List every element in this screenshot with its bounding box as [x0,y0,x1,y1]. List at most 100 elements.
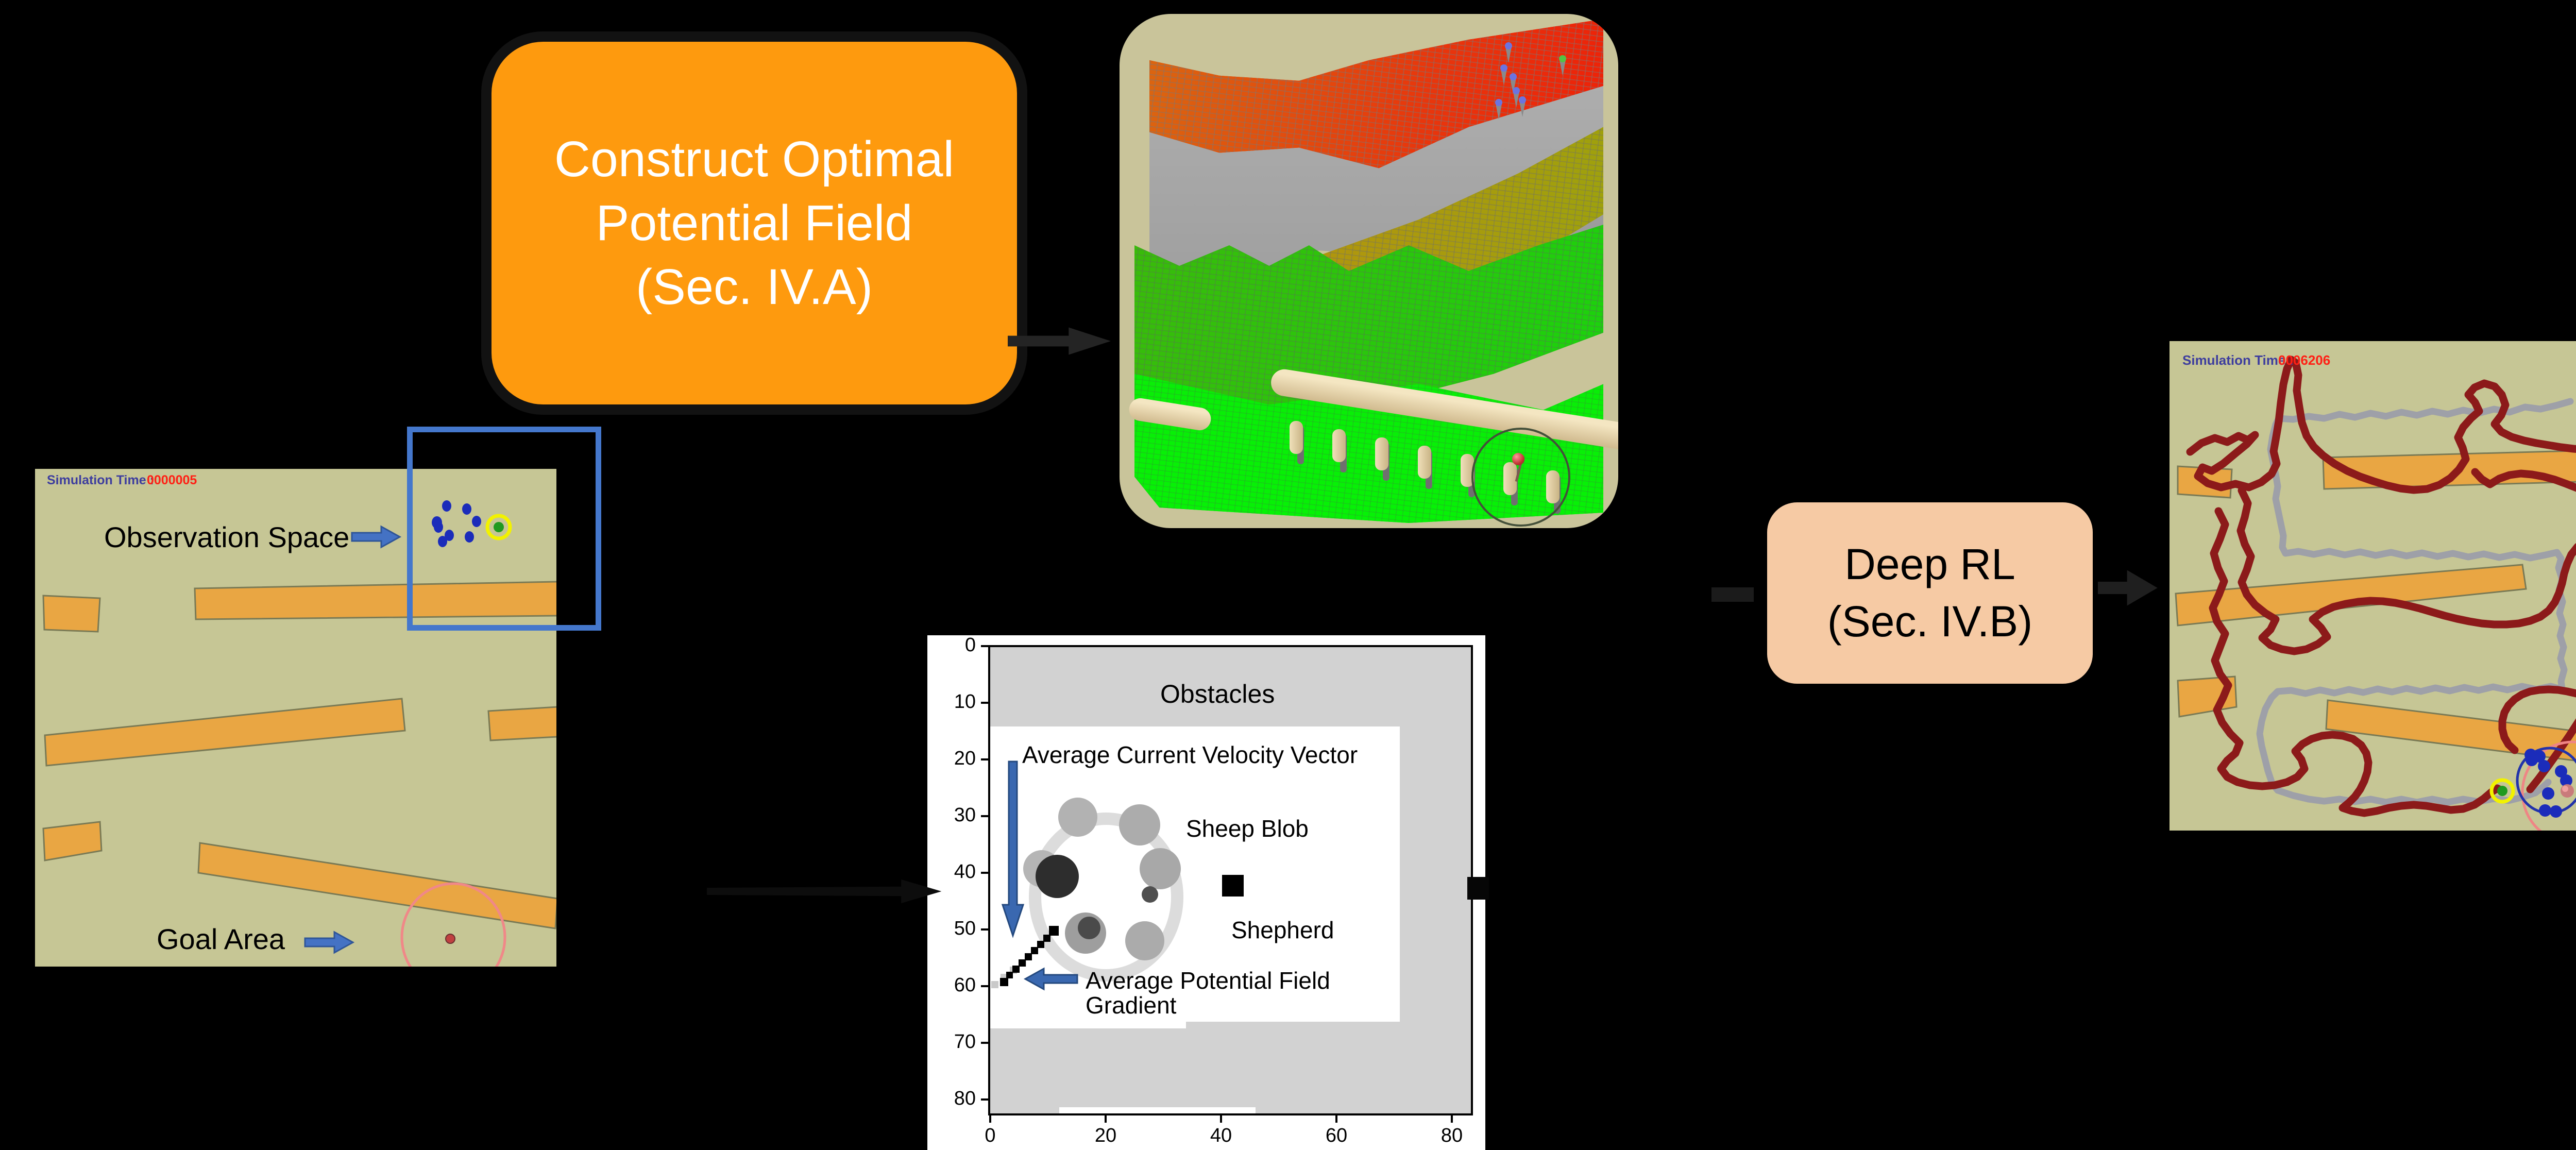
y-tickmark [981,815,988,817]
gradient-label-line1: Average Potential Field [1086,967,1330,994]
observation-space-label: Observation Space [104,521,350,553]
x-tickmark [1220,1115,1222,1123]
y-tick-70: 70 [954,1031,976,1053]
shepherd-dot [494,522,504,532]
x-tick-20: 20 [1094,1125,1117,1146]
plot-content [990,647,1471,1113]
arrow-plot-to-box2-dash [1711,587,1754,602]
sheep-dots [2524,749,2572,818]
arrow-plot-to-box2-tail [1467,877,1489,900]
deep-rl-box: Deep RL (Sec. IV.B) [1767,502,2093,684]
arrow-box2-to-panel-icon [2098,568,2159,608]
arrow-box1-to-viz-icon [1008,326,1113,357]
x-tick-60: 60 [1325,1125,1348,1146]
y-tick-10: 10 [954,691,976,713]
shepherd-ring [2489,778,2515,804]
y-tick-30: 30 [954,804,976,826]
viz-goal-circle [1471,428,1570,527]
goal-marker-dot [445,934,455,944]
viz-shepherd-pin [1558,55,1567,76]
y-tickmark [981,1042,988,1044]
obstacle [194,581,556,620]
x-tick-40: 40 [1210,1125,1232,1146]
shepherd-trajectory-bottom [2209,507,2506,817]
herd-trajectory [2256,398,2574,806]
plot-obstacle-regions [990,647,1471,1113]
shepherd-trajectory-spike [2526,718,2576,793]
plot-axes: Obstacles Average Current Velocity Vecto… [988,645,1473,1115]
sheep-blob-label: Sheep Blob [1186,815,1309,842]
observation-figure: Obstacles Average Current Velocity Vecto… [927,634,1485,1150]
y-tick-50: 50 [954,918,976,939]
left-sim-time-label: Simulation Time : [47,473,154,487]
shepherd-ring [485,514,512,540]
y-tickmark [981,645,988,647]
potential-field-3d-view [1120,14,1618,528]
box2-text: Deep RL (Sec. IV.B) [1827,536,2032,650]
shepherd-square [1222,875,1244,897]
y-tickmark [981,702,988,704]
goal-area-label: Goal Area [157,923,285,955]
left-panel-graphics [42,500,556,967]
obstacle [42,821,103,861]
right-simulation-panel: Simulation Time : 0006206 [2170,341,2576,831]
observation-arrow-icon [351,525,402,549]
right-panel-graphics [2175,356,2576,831]
shepherd-label: Shepherd [1231,917,1334,943]
box2-line2: (Sec. IV.B) [1827,597,2033,646]
x-tickmark [1451,1115,1453,1123]
arrow-panel-to-plot-icon [707,876,944,907]
box1-line2: Potential Field [596,194,913,251]
box1-text: Construct Optimal Potential Field (Sec. … [554,127,954,319]
x-tick-0: 0 [985,1125,996,1146]
viz-pillar [1418,446,1431,479]
viz-sheep-pin [1509,73,1517,94]
x-tickmark [989,1115,991,1123]
x-tickmark [1105,1115,1107,1123]
goal-area-circle [400,882,506,967]
goal-area-circle [2521,740,2576,831]
box1-line3: (Sec. IV.A) [635,259,873,315]
viz-sheep-pin [1518,96,1527,117]
viz-goal-pin-ball [1512,453,1524,465]
y-tick-0: 0 [964,634,976,656]
right-sim-time-value: 0006206 [2278,352,2331,368]
velocity-arrow-icon [1001,760,1025,938]
x-tick-80: 80 [1440,1125,1463,1146]
obstacle [197,842,556,929]
velocity-label: Average Current Velocity Vector [1022,741,1358,768]
y-tick-20: 20 [954,748,976,769]
y-tick-40: 40 [954,861,976,883]
viz-pillar [1290,421,1303,454]
obstacle [2175,564,2527,627]
obstacle [487,706,556,741]
obstacle [44,698,406,767]
y-tickmark [981,985,988,987]
goal-arrow-icon [304,931,355,954]
obstacles-label: Obstacles [1160,680,1275,708]
gradient-label-line2: Gradient [1086,992,1177,1019]
sheep-dots [432,500,481,547]
y-tick-60: 60 [954,974,976,996]
box2-line1: Deep RL [1844,540,2015,589]
y-tickmark [981,758,988,760]
goal-marker-sphere-highlight [2562,786,2568,792]
box1-line1: Construct Optimal [554,130,955,187]
shepherd-trajectory-top [2186,356,2576,494]
y-tick-80: 80 [954,1088,976,1109]
obstacle [42,595,101,633]
y-tickmark [981,928,988,931]
viz-pillar [1332,429,1346,462]
y-tickmark [981,872,988,874]
left-simulation-panel: Simulation Time : 0000005 Observation Sp… [35,469,556,967]
construct-potential-field-box: Construct Optimal Potential Field (Sec. … [481,31,1027,415]
observation-space-rect [407,427,601,631]
obstacle [2322,450,2576,490]
plot-white-notch [1059,1107,1256,1113]
y-tickmark [981,1098,988,1101]
viz-sheep-pin [1512,87,1520,108]
x-tickmark [1335,1115,1337,1123]
shepherd-trajectory-left [2236,486,2576,754]
viz-sheep-pin [1504,42,1513,63]
viz-pillar [1375,437,1388,470]
